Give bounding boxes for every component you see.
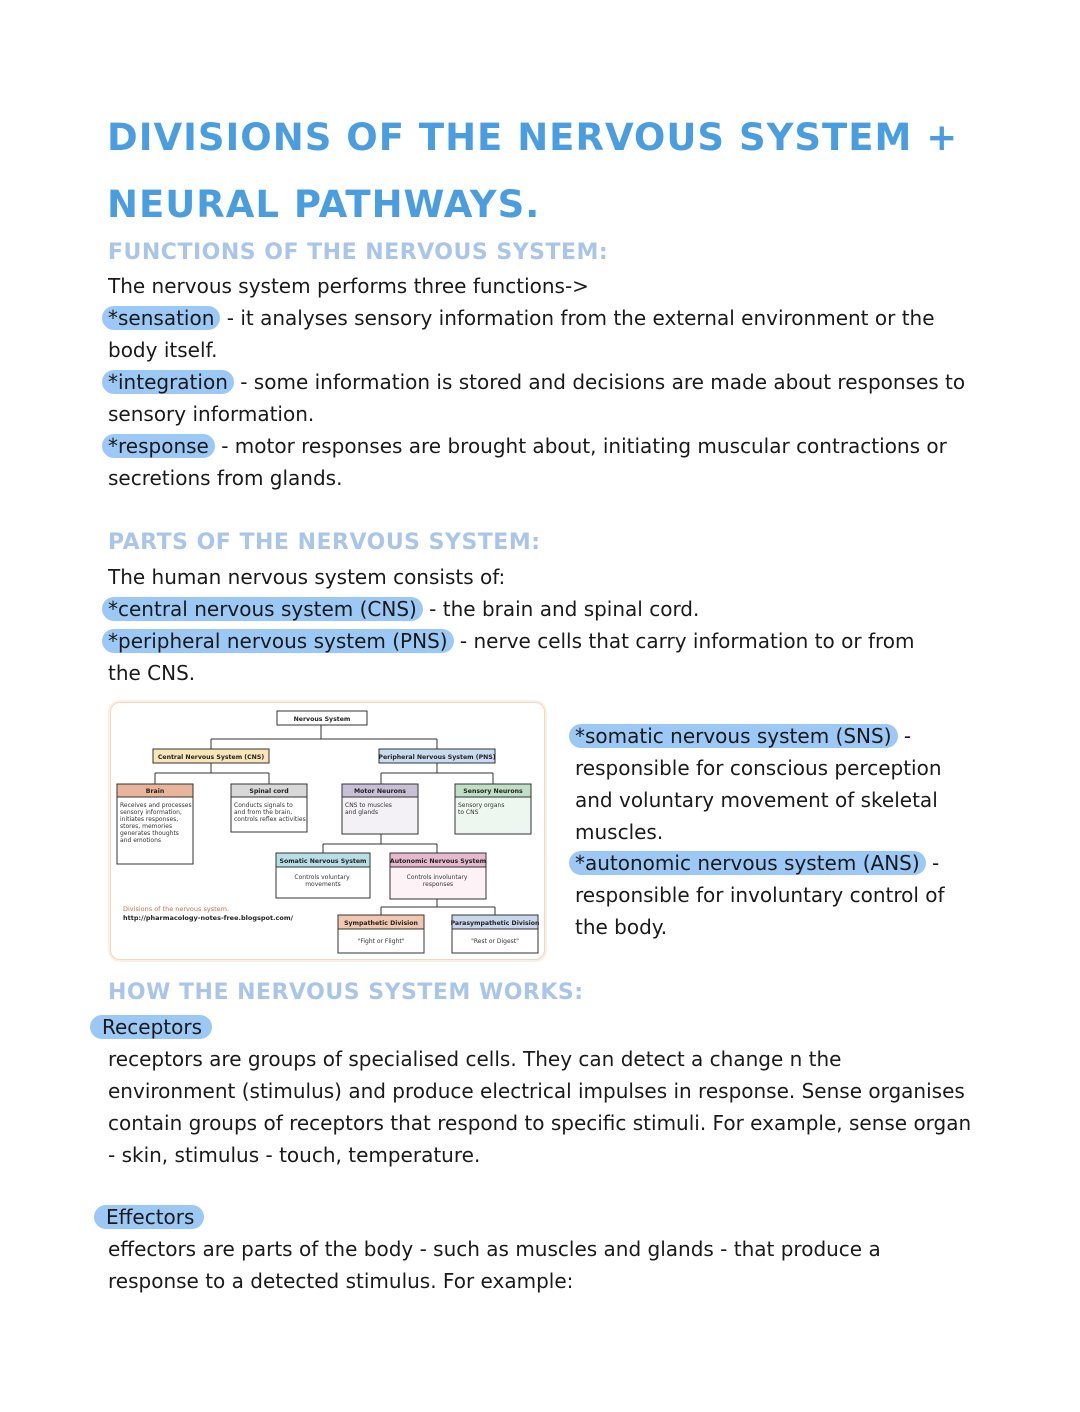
definition-text: - the brain and spinal cord. [422, 597, 700, 621]
node-pns-label: Peripheral Nervous System (PNS) [378, 754, 495, 761]
node-cns-box [152, 748, 270, 764]
node-root-box [276, 710, 368, 726]
spinal-desc-line: Conducts signals to [234, 802, 293, 809]
somatic-desc-line: Controls voluntary [294, 874, 350, 881]
node-somatic-label: Somatic Nervous System [280, 858, 367, 865]
receptors-text-line: environment (stimulus) and produce elect… [108, 1079, 965, 1103]
spinal-desc-line: and from the brain, [234, 809, 292, 816]
term-dash: - [897, 724, 912, 748]
node-parasympathetic-header [451, 914, 539, 930]
node-sympathetic-header [337, 914, 425, 930]
node-sensory-desc: Sensory organs to CNS [458, 802, 506, 816]
functions-heading: FUNCTIONS OF THE NERVOUS SYSTEM: [108, 240, 609, 265]
node-somatic-header [275, 852, 371, 868]
node-brain-header [116, 783, 194, 798]
node-autonomic-label: Autonomic Nervous System [390, 858, 486, 865]
term-highlight: *autonomic nervous system (ANS) [569, 851, 926, 875]
effectors-term-line: Effectors [94, 1201, 205, 1233]
side-note-ans-title: *autonomic nervous system (ANS) - [569, 847, 940, 879]
function-item-response-cont: secretions from glands. [108, 466, 343, 490]
node-sympathetic-desc: "Fight or Flight" [358, 938, 405, 945]
term-highlight: *sensation [102, 306, 221, 330]
node-brain-label: Brain [146, 788, 164, 795]
brain-desc-line: Receives and processes [120, 802, 192, 809]
side-note-ans-line: responsible for involuntary control of [575, 883, 945, 907]
term-highlight: *central nervous system (CNS) [102, 597, 423, 621]
receptors-term-line: Receptors [90, 1011, 213, 1043]
effectors-term: Effectors [94, 1205, 205, 1229]
node-pns-box [378, 748, 496, 764]
works-heading: HOW THE NERVOUS SYSTEM WORKS: [108, 980, 584, 1005]
parts-heading: PARTS OF THE NERVOUS SYSTEM: [108, 530, 541, 555]
term-highlight: *somatic nervous system (SNS) [569, 724, 898, 748]
spinal-desc-line: controls reflex activities [234, 816, 306, 823]
autonomic-desc-line: Controls involuntary [407, 874, 468, 881]
term-highlight: *response [102, 434, 215, 458]
effectors-text-line: response to a detected stimulus. For exa… [108, 1269, 574, 1293]
node-motor-label: Motor Neurons [354, 788, 406, 795]
node-autonomic-desc: Controls involuntary responses [407, 874, 470, 888]
brain-desc-line: sensory information, [120, 809, 182, 816]
term-dash: - [925, 851, 940, 875]
receptors-term: Receptors [90, 1015, 213, 1039]
motor-desc-line: CNS to muscles [345, 802, 392, 809]
brain-desc-line: stores, memories [120, 823, 172, 830]
function-item-response: *response - motor responses are brought … [102, 430, 947, 462]
node-motor-header [341, 783, 419, 798]
term-highlight: *integration [102, 370, 234, 394]
function-item-sensation: *sensation - it analyses sensory informa… [102, 302, 935, 334]
node-sensory-label: Sensory Neurons [463, 788, 523, 795]
functions-intro: The nervous system performs three functi… [108, 274, 589, 298]
sensory-desc-line: Sensory organs [458, 802, 504, 809]
node-root-label: Nervous System [294, 716, 351, 723]
parts-intro: The human nervous system consists of: [108, 565, 506, 589]
diagram-svg: Nervous System Central Nervous System (C… [116, 710, 540, 954]
part-item-cns: *central nervous system (CNS) - the brai… [102, 593, 700, 625]
node-parasympathetic-label: Parasympathetic Division [451, 920, 540, 927]
brain-desc-line: and emotions [120, 837, 161, 844]
part-item-pns: *peripheral nervous system (PNS) - nerve… [102, 625, 915, 657]
definition-text: - motor responses are brought about, ini… [214, 434, 947, 458]
page-title-line-2: NEURAL PATHWAYS. [107, 183, 541, 226]
side-note-sns-line: muscles. [575, 820, 664, 844]
side-note-sns-line: responsible for conscious perception [575, 756, 942, 780]
node-spinal-header [230, 783, 308, 798]
node-somatic-desc: Controls voluntary movements [294, 874, 351, 888]
function-item-sensation-cont: body itself. [108, 338, 218, 362]
page-title-line-1: DIVISIONS OF THE NERVOUS SYSTEM + [107, 116, 959, 159]
sensory-desc-line: to CNS [458, 809, 479, 816]
node-autonomic-header [389, 852, 487, 868]
somatic-desc-line: movements [305, 881, 341, 888]
nervous-system-diagram: Nervous System Central Nervous System (C… [110, 702, 545, 960]
node-spinal-desc: Conducts signals to and from the brain, … [234, 802, 306, 823]
node-sympathetic-label: Sympathetic Division [344, 920, 418, 927]
node-cns-label: Central Nervous System (CNS) [158, 754, 264, 761]
definition-text: - some information is stored and decisio… [233, 370, 966, 394]
receptors-text-line: contain groups of receptors that respond… [108, 1111, 972, 1135]
function-item-integration: *integration - some information is store… [102, 366, 966, 398]
receptors-text-line: receptors are groups of specialised cell… [108, 1047, 842, 1071]
receptors-text-line: - skin, stimulus - touch, temperature. [108, 1143, 481, 1167]
effectors-text-line: effectors are parts of the body - such a… [108, 1237, 881, 1261]
part-item-pns-cont: the CNS. [108, 661, 196, 685]
term-highlight: *peripheral nervous system (PNS) [102, 629, 454, 653]
node-sensory-header [454, 783, 532, 798]
side-note-sns-title: *somatic nervous system (SNS) - [569, 720, 912, 752]
node-motor-desc: CNS to muscles and glands [345, 802, 394, 816]
node-brain-desc: Receives and processes sensory informati… [120, 802, 194, 844]
side-note-sns-line: and voluntary movement of skeletal [575, 788, 938, 812]
side-note-ans-line: the body. [575, 915, 668, 939]
function-item-integration-cont: sensory information. [108, 402, 315, 426]
node-spinal-label: Spinal cord [249, 788, 288, 795]
autonomic-desc-line: responses [423, 881, 453, 888]
diagram-source: http://pharmacology-notes-free.blogspot.… [123, 914, 294, 922]
definition-text: - nerve cells that carry information to … [453, 629, 915, 653]
brain-desc-line: generates thoughts [120, 830, 179, 837]
brain-desc-line: initiates responses, [120, 816, 178, 823]
motor-desc-line: and glands [345, 809, 378, 816]
diagram-caption: Divisions of the nervous system. [123, 905, 229, 913]
node-parasympathetic-desc: "Rest or Digest" [471, 938, 519, 945]
definition-text: - it analyses sensory information from t… [220, 306, 935, 330]
